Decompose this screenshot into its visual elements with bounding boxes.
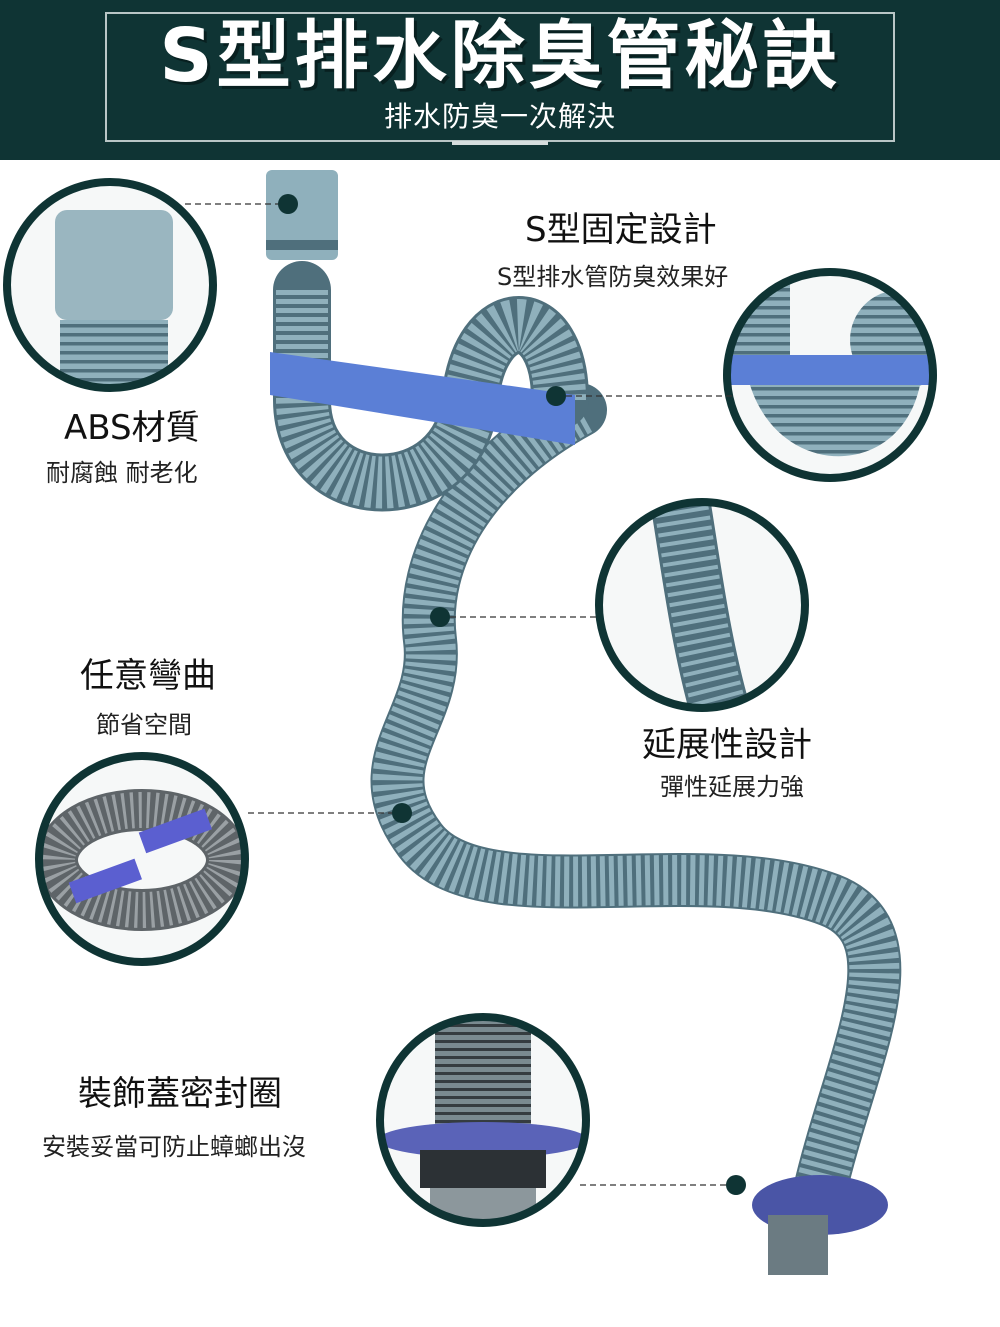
feature-desc-abs: 耐腐蝕 耐老化 (46, 459, 198, 487)
callout-dot (278, 194, 298, 214)
detail-bracket-image (727, 272, 933, 478)
callout-dot (392, 803, 412, 823)
callout-dot (726, 1175, 746, 1195)
detail-circle-abs (3, 178, 217, 392)
detail-circle-stretch (595, 498, 809, 712)
callout-dots (278, 194, 746, 1195)
header-banner: S型排水除臭管秘訣 排水防臭一次解決 (0, 0, 1000, 160)
feature-title-cap: 裝飾蓋密封圈 (78, 1074, 282, 1114)
detail-circle-bracket (723, 268, 937, 482)
feature-title-stretch: 延展性設計 (642, 725, 812, 765)
callout-dot (546, 386, 566, 406)
page-title: S型排水除臭管秘訣 (159, 13, 841, 99)
feature-title-s-design: S型固定設計 (525, 210, 717, 250)
detail-circle-bend (35, 752, 249, 966)
drain-hose (266, 170, 902, 1275)
callout-lines (185, 203, 736, 1186)
feature-title-bend: 任意彎曲 (80, 656, 216, 696)
detail-bend-image (39, 756, 245, 962)
callout-dot (430, 607, 450, 627)
page-subtitle: 排水防臭一次解決 (383, 100, 616, 133)
detail-circle-cap (376, 1013, 590, 1227)
detail-cap-image (380, 1017, 586, 1223)
detail-stretch-image (599, 502, 805, 708)
subtitle-underline (452, 141, 548, 145)
feature-desc-stretch: 彈性延展力強 (660, 773, 804, 801)
feature-desc-bend: 節省空間 (96, 711, 192, 739)
feature-desc-cap: 安裝妥當可防止蟑螂出沒 (42, 1133, 306, 1161)
feature-title-abs: ABS材質 (64, 408, 200, 448)
s-bracket (270, 352, 575, 445)
feature-desc-s-design: S型排水管防臭效果好 (497, 263, 729, 291)
